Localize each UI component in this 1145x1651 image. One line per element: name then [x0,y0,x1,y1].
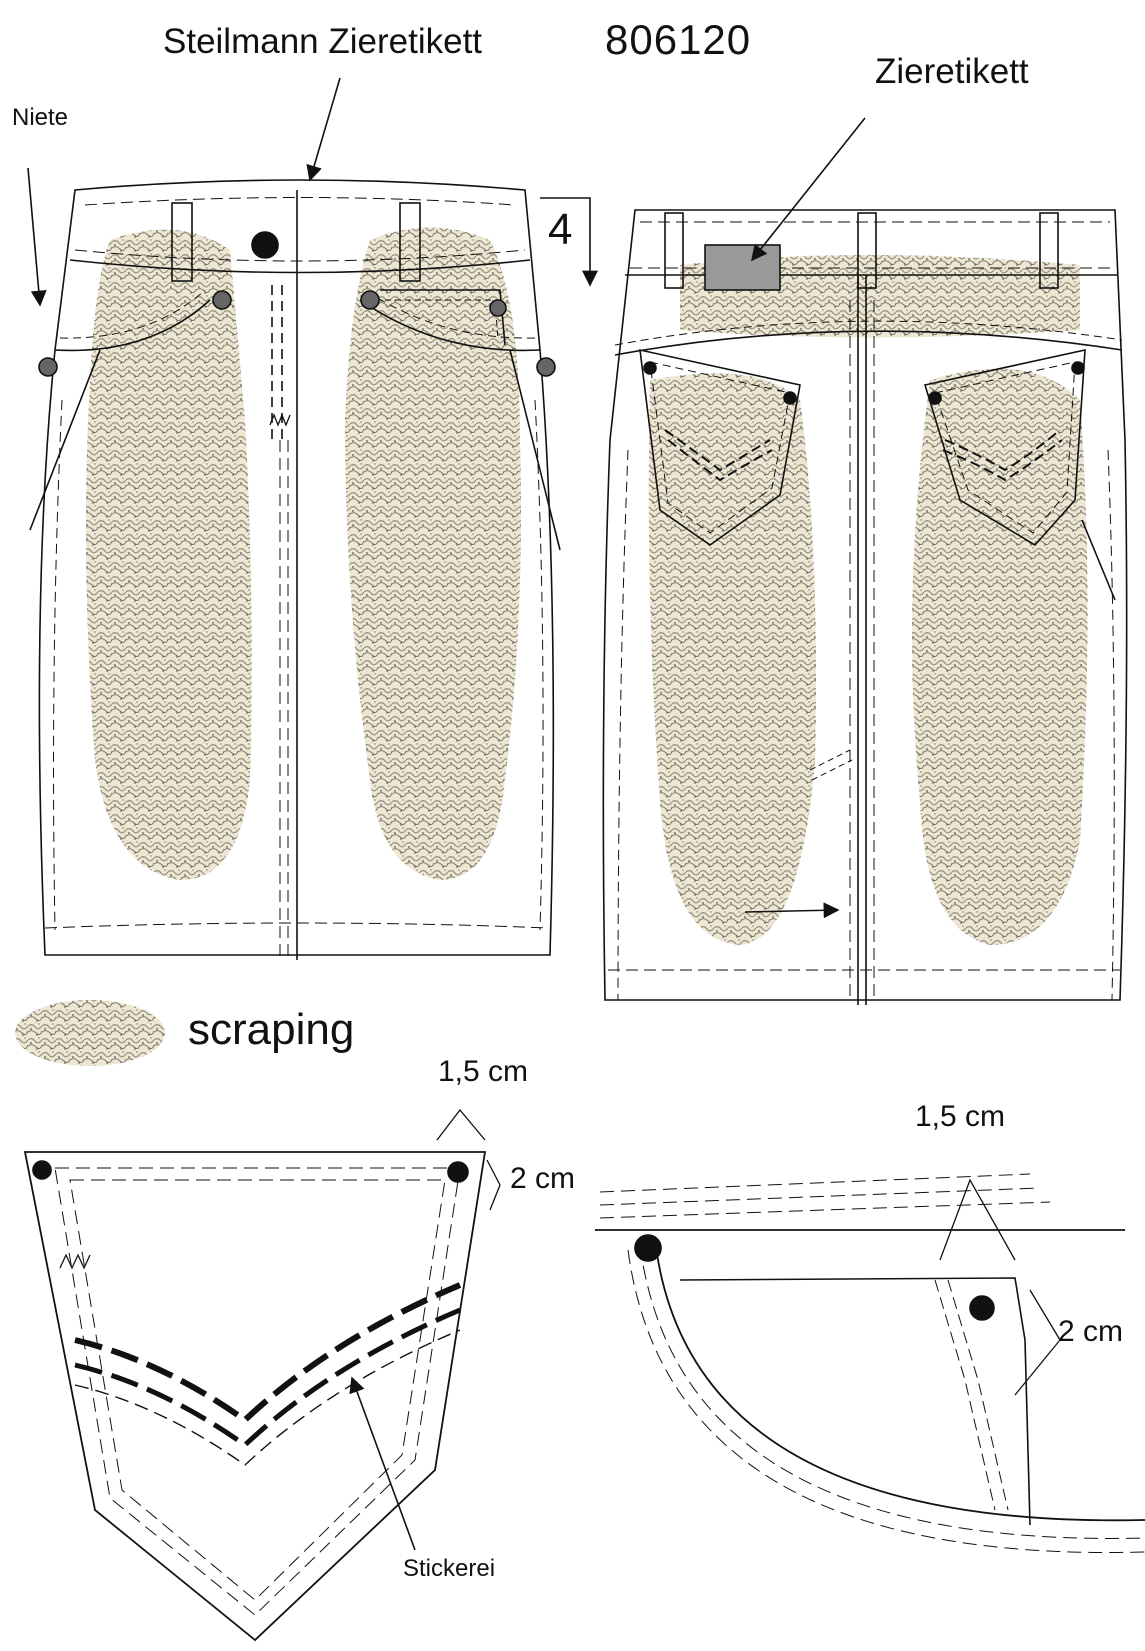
article-number: 806120 [605,16,752,63]
front-scraping-right [345,227,521,880]
back-pocket-left [639,348,801,546]
front-view [29,179,561,960]
back-scraping-left [648,373,816,945]
stickerei-label: Stickerei [403,1555,496,1582]
front-pocket-side-dimension: 2 cm [1058,1315,1124,1348]
stickerei-arrow [349,1376,416,1551]
niete-arrow [27,167,47,307]
back-pocket-detail [23,1108,501,1642]
back-pocket-right [923,348,1086,547]
four-arrow [540,197,598,287]
zieretikett-arrow [751,117,866,262]
back-scraping-right [912,368,1088,945]
niete-label: Niete [12,104,69,131]
front-outline [38,179,555,956]
steilmann-label: Steilmann Zieretikett [163,22,483,61]
back-view [602,209,1128,1005]
vent-arrow [744,902,840,919]
pocket-top-dimension: 1,5 cm [438,1055,529,1088]
steilmann-arrow [306,77,341,182]
four-label: 4 [548,205,573,254]
front-pocket-width-dimension: 1,5 cm [915,1100,1006,1133]
zieretikett-label: Zieretikett [875,52,1029,91]
front-pocket-detail [595,1173,1145,1554]
scraping-legend-label: scraping [188,1005,355,1054]
pocket-side-dimension: 2 cm [510,1162,576,1195]
front-scraping-left [86,229,252,881]
zieretikett-patch [704,244,781,291]
scraping-legend-swatch [15,1000,165,1066]
back-outline [602,209,1128,1001]
